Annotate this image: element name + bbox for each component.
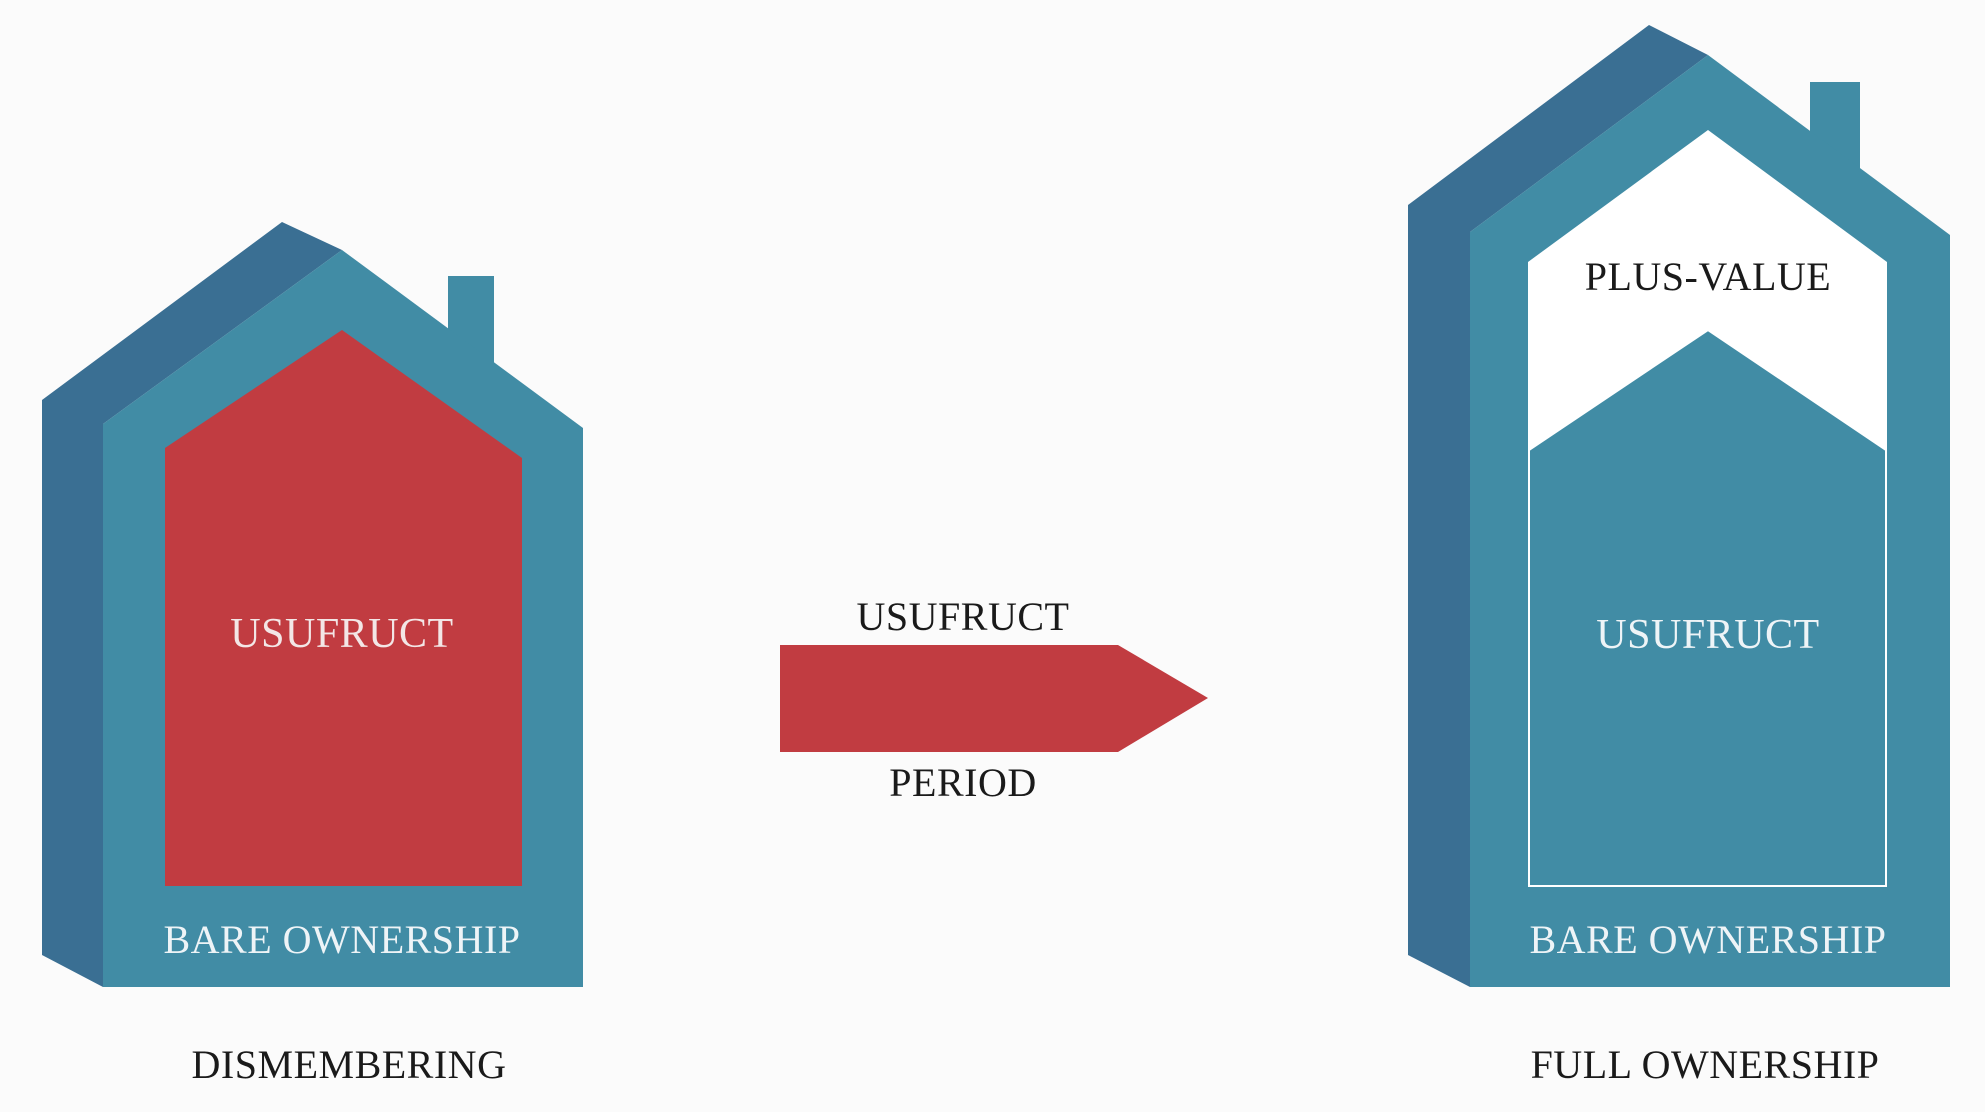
plus-value-block — [1528, 130, 1887, 450]
right-house-side — [1408, 25, 1708, 987]
arrow-bottom-label: PERIOD — [889, 760, 1036, 805]
right-usufruct-label: USUFRUCT — [1596, 612, 1819, 658]
arrow-top-label: USUFRUCT — [857, 594, 1070, 639]
usufruct-period-arrow: USUFRUCT PERIOD — [780, 594, 1208, 805]
right-bare-ownership-label: BARE OWNERSHIP — [1529, 917, 1886, 962]
left-house-side — [42, 222, 342, 987]
left-usufruct-block — [165, 330, 522, 886]
right-usufruct-block — [1528, 328, 1887, 887]
right-house: PLUS-VALUE USUFRUCT BARE OWNERSHIP — [1408, 25, 1950, 987]
left-caption: DISMEMBERING — [192, 1042, 507, 1087]
left-usufruct-label: USUFRUCT — [230, 611, 453, 657]
left-bare-ownership-label: BARE OWNERSHIP — [163, 917, 520, 962]
left-house: USUFRUCT BARE OWNERSHIP — [42, 222, 583, 987]
plus-value-label: PLUS-VALUE — [1585, 254, 1832, 299]
right-caption: FULL OWNERSHIP — [1531, 1042, 1880, 1087]
arrow-shape — [780, 645, 1208, 752]
